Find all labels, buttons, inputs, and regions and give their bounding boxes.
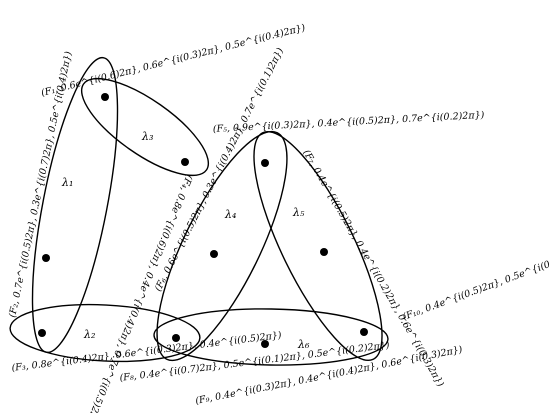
- hyperedge-label-lambda1: λ₁: [61, 176, 73, 189]
- hyperedge-label-lambda4: λ₄: [224, 208, 236, 221]
- vertex-F10: [360, 328, 368, 336]
- vertex-label-F10: (F₁₀, 0.4e^{i(0.5)2π}, 0.5e^{i(0.2)2π}, …: [401, 218, 550, 323]
- hyperedge-lambda4: [156, 130, 288, 362]
- hyperedge-label-lambda6: λ₆: [297, 338, 310, 351]
- hyperedge-lambda5: [253, 130, 383, 362]
- hyperedge-label-lambda2: λ₂: [83, 328, 95, 341]
- hyperedge-lambda2: [9, 303, 201, 363]
- hyperedge-label-lambda3: λ₃: [141, 130, 153, 143]
- vertex-F2: [42, 254, 50, 262]
- vertex-F3: [38, 329, 46, 337]
- vertex-F4: [181, 158, 189, 166]
- vertex-F7: [320, 248, 328, 256]
- vertex-F8: [172, 334, 180, 342]
- hyperedge-lambda3: [80, 77, 210, 177]
- vertex-F5: [261, 159, 269, 167]
- vertex-F9: [261, 340, 269, 348]
- vertex-F6: [210, 250, 218, 258]
- vertex-label-F6: (F₆, 0.6e^{i(0.5)2π}, 0.3e^{i(0.4)2π}, 0…: [153, 46, 286, 293]
- hyperedge-label-lambda5: λ₅: [292, 206, 305, 219]
- vertex-F1: [101, 93, 109, 101]
- hyperedge-lambda6: [153, 308, 389, 366]
